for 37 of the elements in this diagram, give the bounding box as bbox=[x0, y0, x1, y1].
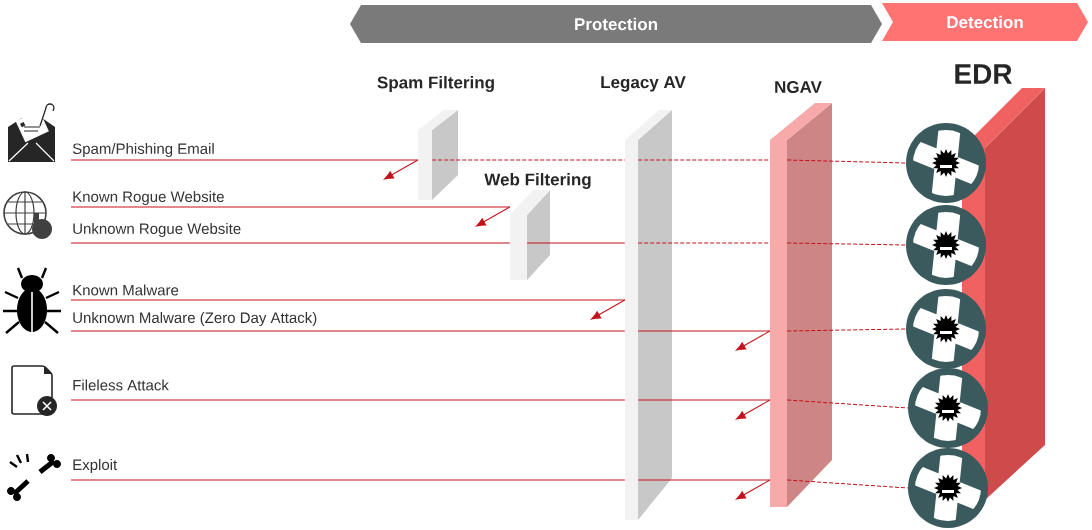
connector-line bbox=[637, 330, 771, 332]
connector-line bbox=[637, 159, 771, 161]
connector-line bbox=[637, 242, 771, 244]
threat-label: Fileless Attack bbox=[73, 379, 169, 391]
detection-icon bbox=[906, 289, 986, 369]
detection-icon bbox=[908, 448, 988, 528]
threat-label: Spam/Phishing Email bbox=[72, 143, 214, 157]
connector-line bbox=[70, 479, 626, 481]
detection-icon bbox=[906, 205, 986, 285]
wall-heading: Web Filtering bbox=[484, 173, 591, 189]
arrow bbox=[383, 159, 419, 180]
connector-line bbox=[70, 242, 511, 244]
wall-heading: EDR bbox=[955, 64, 1012, 84]
wall-heading: Legacy AV bbox=[601, 76, 686, 92]
connector-line bbox=[637, 479, 771, 481]
connector-line bbox=[70, 399, 626, 401]
threat-label: Known Rogue Website bbox=[73, 191, 224, 205]
connector-line bbox=[70, 330, 626, 332]
arrow bbox=[475, 206, 511, 227]
connector-line bbox=[70, 206, 511, 208]
arrow bbox=[735, 479, 771, 500]
threat-label: Unknown Malware (Zero Day Attack) bbox=[73, 312, 317, 326]
wall-heading: Spam Filtering bbox=[377, 76, 494, 92]
connector-line bbox=[431, 159, 626, 161]
detection-icon bbox=[906, 123, 986, 203]
connector-line bbox=[637, 399, 771, 401]
connector-line bbox=[70, 299, 626, 301]
arrow bbox=[735, 330, 771, 351]
connector-line bbox=[70, 159, 419, 161]
connector-line bbox=[526, 242, 626, 244]
threat-label: Unknown Rogue Website bbox=[73, 223, 241, 237]
threat-label: Known Malware bbox=[73, 284, 179, 296]
wall-heading: NGAV bbox=[775, 80, 822, 93]
threat-label: Exploit bbox=[73, 459, 118, 473]
detection-icon bbox=[908, 368, 988, 448]
arrow bbox=[735, 399, 771, 420]
arrow bbox=[590, 299, 626, 320]
